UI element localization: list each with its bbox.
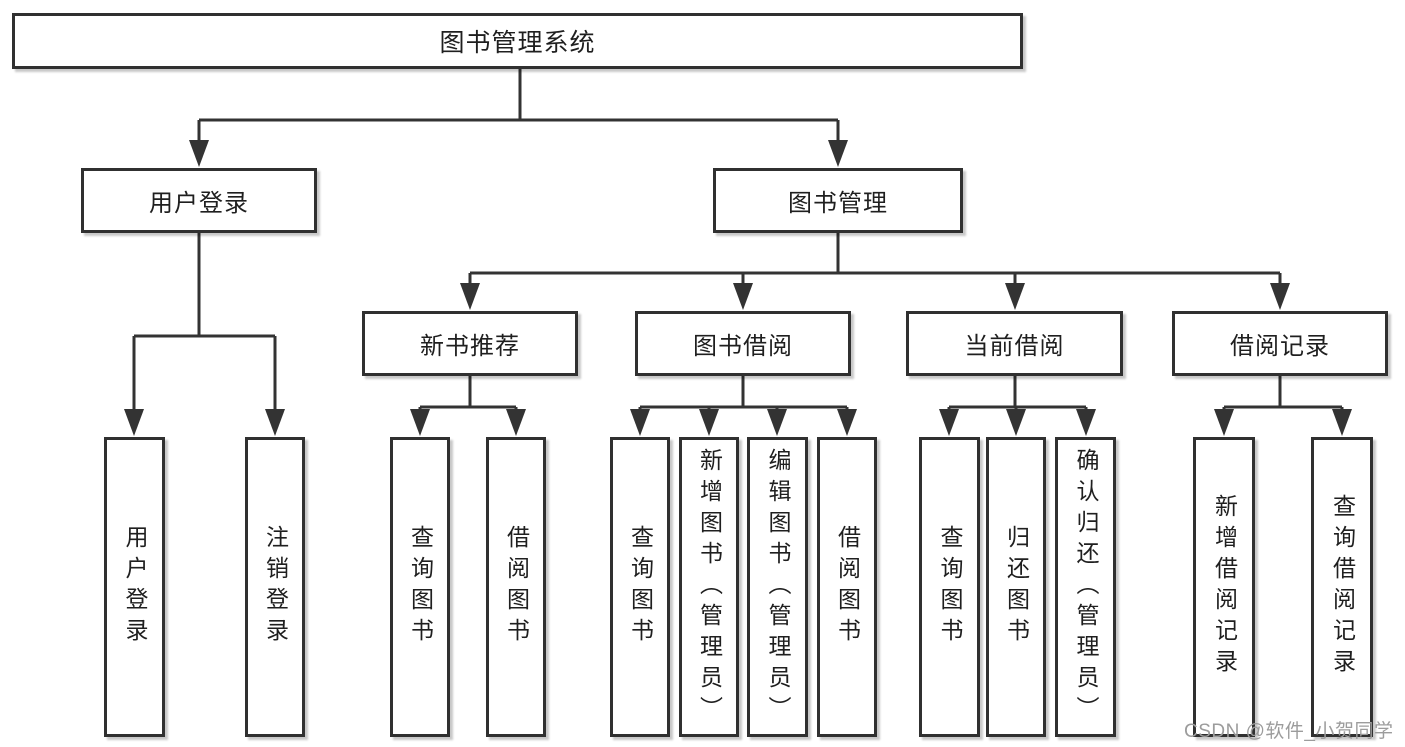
- leaf-confirm-return-admin: 确认归还（管理员）: [1055, 437, 1116, 737]
- node-book-borrow: 图书借阅: [635, 311, 851, 376]
- connector-current-borrow-to-children: [939, 376, 1096, 436]
- node-book-management-label: 图书管理: [788, 190, 888, 217]
- node-current-borrow: 当前借阅: [906, 311, 1123, 376]
- connector-book-management-to-level3: [460, 233, 1290, 310]
- leaf-borrow-books: 借阅图书: [817, 437, 877, 737]
- leaf-query-books-current: 查询图书: [919, 437, 980, 737]
- leaf-add-book-admin-label: 新增图书（管理员）: [696, 447, 723, 727]
- leaf-logout-label: 注销登录: [262, 525, 289, 649]
- leaf-add-borrow-record: 新增借阅记录: [1193, 437, 1255, 737]
- node-current-borrow-label: 当前借阅: [964, 333, 1065, 360]
- node-root-label: 图书管理系统: [439, 29, 596, 57]
- leaf-confirm-return-admin-label: 确认归还（管理员）: [1073, 447, 1099, 727]
- leaf-query-books-borrow-label: 查询图书: [627, 525, 654, 649]
- leaf-query-books-borrow: 查询图书: [610, 437, 670, 737]
- leaf-user-login: 用户登录: [104, 437, 165, 737]
- node-new-book-recommend-label: 新书推荐: [420, 333, 520, 360]
- leaf-edit-book-admin: 编辑图书（管理员）: [747, 437, 808, 737]
- leaf-logout: 注销登录: [245, 437, 305, 737]
- node-root: 图书管理系统: [12, 13, 1023, 69]
- node-book-management: 图书管理: [713, 168, 963, 233]
- leaf-query-borrow-record: 查询借阅记录: [1311, 437, 1373, 737]
- connector-root-to-level2: [189, 69, 848, 167]
- leaf-borrow-books-label: 借阅图书: [834, 525, 861, 649]
- connector-new-book-recommend-to-children: [410, 376, 526, 436]
- connector-user-login-to-children: [124, 233, 285, 436]
- connector-book-borrow-to-children: [630, 376, 857, 436]
- leaf-return-book: 归还图书: [986, 437, 1046, 737]
- leaf-user-login-label: 用户登录: [122, 525, 148, 649]
- node-user-login: 用户登录: [81, 168, 317, 233]
- node-borrow-records: 借阅记录: [1172, 311, 1388, 376]
- leaf-query-books-recommend: 查询图书: [390, 437, 450, 737]
- leaf-query-books-recommend-label: 查询图书: [407, 525, 434, 649]
- leaf-add-book-admin: 新增图书（管理员）: [679, 437, 739, 737]
- node-book-borrow-label: 图书借阅: [693, 333, 793, 360]
- leaf-return-book-label: 归还图书: [1003, 525, 1030, 649]
- leaf-query-books-current-label: 查询图书: [937, 525, 963, 649]
- leaf-borrow-books-recommend-label: 借阅图书: [503, 525, 530, 649]
- node-borrow-records-label: 借阅记录: [1230, 333, 1330, 360]
- node-new-book-recommend: 新书推荐: [362, 311, 578, 376]
- node-user-login-label: 用户登录: [149, 190, 249, 217]
- leaf-edit-book-admin-label: 编辑图书（管理员）: [765, 447, 791, 727]
- watermark: CSDN @软件_小贺同学: [1184, 721, 1394, 742]
- leaf-query-borrow-record-label: 查询借阅记录: [1329, 494, 1356, 680]
- leaf-add-borrow-record-label: 新增借阅记录: [1211, 494, 1238, 680]
- connector-borrow-records-to-children: [1214, 376, 1352, 436]
- leaf-borrow-books-recommend: 借阅图书: [486, 437, 546, 737]
